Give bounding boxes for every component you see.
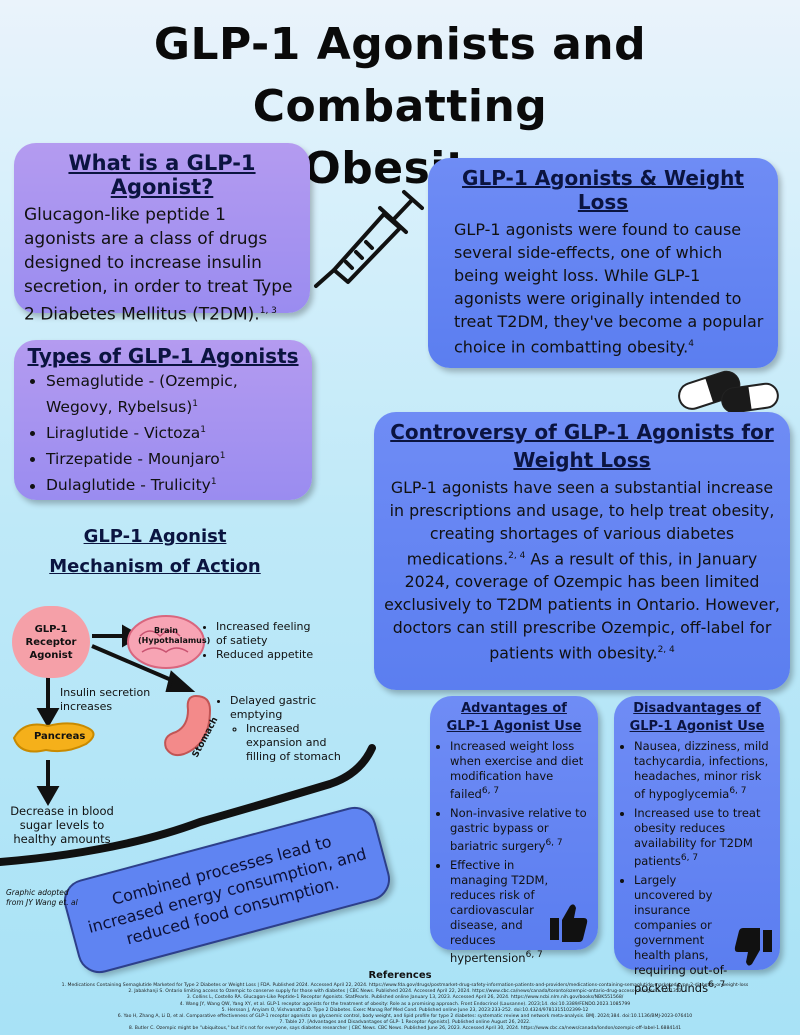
list-item: Nausea, dizziness, mild tachycardia, inf… [634, 739, 774, 802]
list-item: Largely uncovered by insurance companies… [634, 873, 774, 996]
reference-item: 1. Medications Containing Semaglutide Ma… [61, 983, 749, 988]
list-item: Liraglutide - Victoza1 [46, 419, 302, 445]
list-item: Effective in managing T2DM, reduces risk… [450, 858, 592, 966]
mechanism-heading: GLP-1 Agonist Mechanism of Action [49, 526, 261, 577]
brain-label: Brain (Hypothalamus) [138, 626, 211, 645]
weight-loss-body: GLP-1 agonists were found to cause sever… [454, 220, 764, 357]
list-item: Increased use to treat obesity reduces a… [634, 806, 774, 869]
title-line-1: GLP-1 Agonists and Combatting [153, 19, 647, 132]
reference-item: 7. Table 27. [Advantages and Disadvantag… [279, 1020, 531, 1026]
receptor-node: GLP-1 Receptor Agonist [12, 606, 90, 678]
what-is-heading: What is a GLP-1 Agonist? [68, 151, 256, 199]
types-heading: Types of GLP-1 Agonists [27, 344, 299, 368]
weight-loss-heading: GLP-1 Agonists & Weight Loss [462, 166, 744, 214]
disadvantages-list: Nausea, dizziness, mild tachycardia, inf… [620, 739, 774, 995]
disadvantages-box: Disadvantages of GLP-1 Agonist Use Nause… [614, 696, 780, 994]
disadvantages-heading: Disadvantages of GLP-1 Agonist Use [629, 701, 765, 734]
what-is-body: Glucagon-like peptide 1 agonists are a c… [24, 205, 293, 325]
controversy-heading: Controversy of GLP-1 Agonists for Weight… [390, 420, 774, 472]
pancreas-icon [12, 722, 95, 753]
advantages-list: Increased weight loss when exercise and … [436, 739, 592, 965]
arrow-to-stomach [91, 644, 177, 684]
syringe-icon [314, 190, 424, 288]
controversy-box: Controversy of GLP-1 Agonists for Weight… [374, 412, 790, 690]
list-item: Tirzepatide - Mounjaro1 [46, 445, 302, 471]
graphic-credit: Graphic adopted from JY Wang et. al [6, 888, 78, 907]
weight-loss-box: GLP-1 Agonists & Weight Loss GLP-1 agoni… [428, 158, 778, 368]
insulin-label: Insulin secretion increases [60, 686, 151, 713]
list-item: Semaglutide - (Ozempic, Wegovy, Rybelsus… [46, 370, 302, 419]
list-item: Dulaglutide - Trulicity1 [46, 471, 302, 497]
reference-item: 3. Collins L, Costello RA. Glucagon-Like… [186, 995, 624, 1001]
blood-sugar-label: Decrease in blood sugar levels to health… [10, 804, 114, 846]
stomach-icon [164, 694, 212, 757]
controversy-body: GLP-1 agonists have seen a substantial i… [384, 478, 780, 663]
types-box: Types of GLP-1 Agonists Semaglutide - (O… [14, 340, 312, 500]
reference-item: 8. Butler C. Ozempic might be "ubiquitou… [128, 1026, 682, 1032]
mechanism-diagram [0, 615, 376, 866]
reference-item: 5. Hersson J, Anyiam O, Vishvanatha D. T… [221, 1007, 589, 1013]
references-list: 1. Medications Containing Semaglutide Ma… [60, 983, 750, 1033]
thumbs-up-icon [550, 904, 588, 942]
brain-icon [127, 615, 205, 669]
reference-item: 2. Jabakhanji S. Ontario limiting access… [128, 989, 682, 995]
thumbs-down-icon [734, 928, 772, 966]
page-title: GLP-1 Agonists and Combatting Obesity [0, 14, 800, 200]
brace-shape [0, 744, 376, 866]
reference-item: 4. Wang JY, Wang QW, Yang XY, et al. GLP… [179, 1001, 631, 1007]
advantages-box: Advantages of GLP-1 Agonist Use Increase… [430, 696, 598, 964]
stomach-effects: Delayed gastric emptying Increased expan… [216, 694, 342, 764]
advantages-heading: Advantages of GLP-1 Agonist Use [446, 701, 582, 734]
pancreas-label: Pancreas [34, 731, 86, 742]
types-list: Semaglutide - (Ozempic, Wegovy, Rybelsus… [24, 370, 302, 498]
pills-icon [678, 370, 779, 414]
references-title: References [368, 970, 432, 981]
reference-item: 6. Yao H, Zhang A, Li D, et al. Comparat… [117, 1014, 693, 1020]
brain-effects: Increased feeling of satiety Reduced app… [202, 620, 322, 662]
list-item: Increased weight loss when exercise and … [450, 739, 592, 802]
what-is-box: What is a GLP-1 Agonist? Glucagon-like p… [14, 143, 310, 325]
list-item: Non-invasive relative to gastric bypass … [450, 806, 592, 854]
